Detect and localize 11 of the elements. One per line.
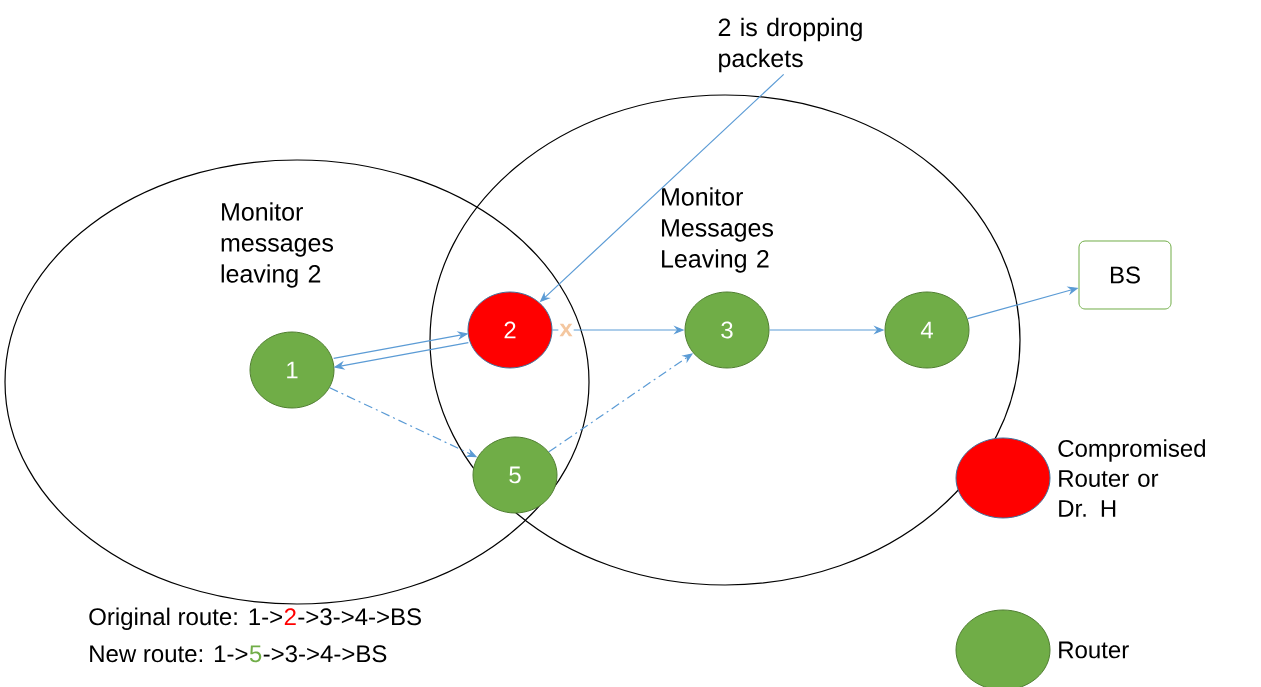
legend-text: Compromised Router or Dr. H — [1058, 439, 1205, 517]
legend-text: Router — [1059, 641, 1129, 659]
route-text: ->3->4->BS — [263, 645, 387, 663]
route-text: 5 — [249, 645, 262, 663]
route-text: New route: 1-> — [90, 645, 248, 663]
route-text: Original route: 1-> — [89, 607, 282, 630]
cross-mark: x — [558, 322, 574, 338]
callout-text: 2 is dropping packets — [718, 17, 862, 73]
station-box: BS — [1078, 240, 1172, 310]
route-text: 2 — [284, 608, 296, 625]
route-text: ->3->4->BS — [298, 608, 421, 626]
